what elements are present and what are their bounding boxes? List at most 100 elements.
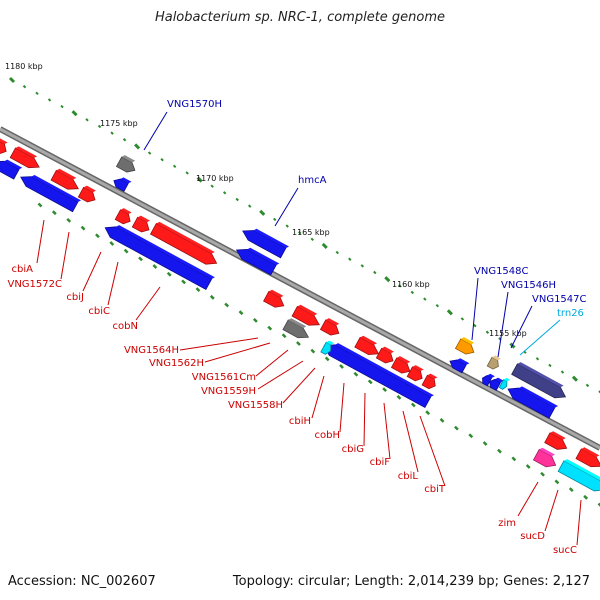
inner-scale-tick — [296, 341, 301, 346]
gene-label-red-callout — [135, 286, 161, 321]
inner-scale-tick — [253, 318, 258, 323]
inner-scale-tick — [324, 356, 330, 362]
forward-gene-arrow-top — [156, 221, 215, 254]
gene-label-blue-callout — [143, 111, 168, 151]
gene-label-red-callout — [36, 219, 45, 264]
scale-tick — [97, 124, 102, 129]
forward-gene-arrow — [263, 290, 285, 308]
gene-label-red: zim — [498, 518, 516, 529]
scale-tick — [360, 264, 365, 268]
reverse-gene-arrow-top — [120, 177, 132, 184]
scale-tick — [222, 191, 227, 195]
inner-scale-tick — [382, 387, 387, 392]
inner-scale-tick — [568, 487, 574, 492]
inner-scale-tick — [224, 302, 230, 308]
reverse-gene-arrow-top — [253, 228, 290, 249]
scale-label: 1165 kbp — [292, 228, 330, 237]
scale-tick — [22, 84, 27, 89]
gene-label-red-callout — [576, 499, 582, 546]
gene-label-red: cbiG — [342, 444, 364, 455]
gene-label-red-callout — [517, 481, 539, 517]
gene-label-red: sucD — [520, 531, 545, 542]
forward-gene-arrow-top — [83, 185, 96, 193]
scale-tick — [196, 176, 203, 183]
pseudo-gene-arrow-top — [288, 318, 307, 329]
reverse-gene-arrow-top — [457, 358, 470, 365]
inner-scale-tick — [554, 479, 560, 485]
gene-label-red: cbiT — [424, 484, 446, 495]
inner-scale-tick — [195, 287, 201, 292]
reverse-gene-arrow — [489, 378, 502, 391]
gene-label-red-callout — [60, 231, 70, 280]
inner-scale-tick — [267, 325, 273, 331]
backbone-line — [0, 127, 600, 450]
gene-label-red-callout — [419, 415, 446, 487]
reverse-gene-arrow-top — [115, 225, 215, 279]
scale-tick — [235, 197, 239, 202]
inner-scale-tick — [439, 418, 445, 423]
orange-gene-arrow-top — [460, 337, 475, 345]
forward-gene-arrow-top — [325, 318, 340, 326]
scale-tick — [548, 363, 552, 368]
inner-scale-tick — [37, 202, 43, 208]
scale-tick — [560, 370, 565, 374]
gene-label-blue-callout — [471, 277, 479, 341]
khaki-gene-arrow-top — [492, 355, 501, 361]
scale-tick — [85, 118, 89, 122]
inner-scale-tick — [396, 394, 402, 400]
gene-label-red-callout — [339, 382, 345, 433]
forward-gene-arrow-top — [137, 215, 150, 223]
orange-gene-arrow — [454, 338, 475, 355]
gene-label-cyan: trn26 — [557, 308, 584, 319]
gene-label-red-callout — [107, 261, 119, 306]
gene-label-red: cbiL — [398, 471, 419, 482]
inner-scale-tick — [80, 225, 86, 231]
scale-tick — [285, 224, 289, 228]
gene-label-red: cbiF — [370, 457, 391, 468]
scale-tick — [160, 157, 164, 162]
scale-tick — [571, 375, 579, 382]
forward-gene-arrow-top — [549, 431, 566, 440]
gene-label-red: VNG1561Cm — [192, 372, 256, 383]
pseudo-gene-arrow-top — [121, 155, 136, 163]
reverse-gene-arrow-top — [4, 159, 23, 170]
scale-tick — [485, 330, 490, 334]
scale-tick — [185, 171, 189, 175]
scale-tick — [310, 237, 314, 242]
forward-gene-arrow-top — [0, 138, 8, 145]
inner-scale-tick — [468, 433, 474, 439]
forward-gene-arrow-top — [268, 289, 284, 298]
scale-tick — [585, 383, 590, 388]
forward-gene-arrow-top — [412, 365, 424, 372]
inner-scale-tick — [597, 502, 600, 507]
gene-label-blue: VNG1548C — [474, 266, 529, 277]
scale-tick — [35, 91, 39, 95]
scale-tick — [60, 104, 64, 109]
forward-gene-arrow — [114, 209, 131, 225]
inner-scale-tick — [123, 248, 129, 254]
scale-label: 1175 kbp — [100, 119, 138, 128]
accession-text: Accession: NC_002607 — [8, 574, 156, 589]
gene-label-red: cbiC — [88, 306, 110, 317]
scale-tick — [147, 151, 152, 155]
scale-tick — [247, 204, 252, 208]
slate-gene-arrow — [511, 363, 567, 399]
inner-scale-tick — [95, 233, 100, 239]
gene-label-red: VNG1558H — [228, 400, 283, 411]
gene-label-red: cbiH — [289, 416, 311, 427]
forward-gene-arrow — [9, 147, 40, 169]
inner-scale-tick — [209, 294, 215, 300]
gene-label-red-callout — [402, 410, 419, 473]
reverse-gene-arrow-top — [518, 386, 559, 408]
scale-tick — [373, 270, 377, 275]
gene-label-blue: VNG1570H — [167, 99, 222, 110]
gene-label-red: cobH — [315, 430, 340, 441]
reverse-gene-arrow-top — [31, 174, 82, 203]
scale-label: 1180 kbp — [5, 62, 43, 71]
gene-label-red-callout — [282, 367, 316, 404]
gene-label-red-callout — [383, 402, 391, 460]
inner-scale-tick — [109, 241, 115, 246]
forward-gene-arrow — [319, 319, 340, 336]
forward-gene-arrow-top — [120, 208, 132, 215]
